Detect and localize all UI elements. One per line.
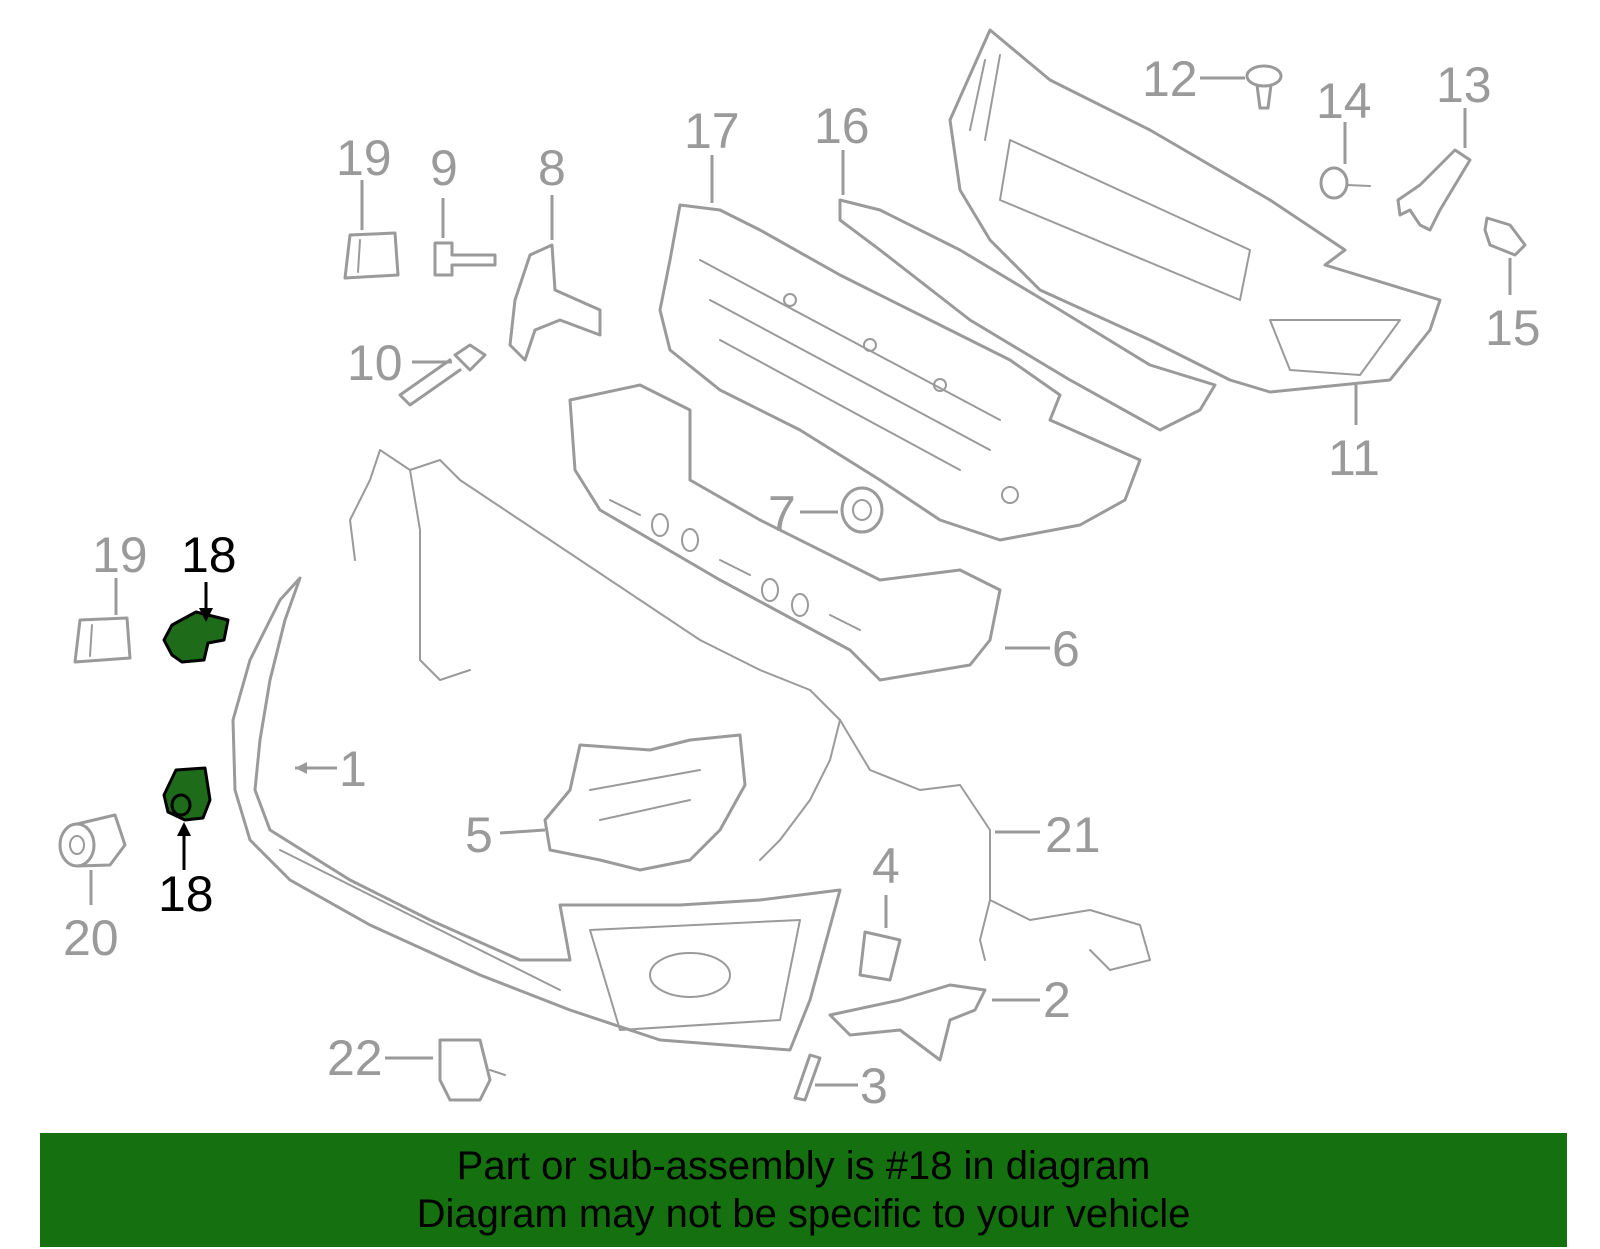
callout-11: 11 <box>1328 430 1380 486</box>
part-18-sensor-upper <box>162 610 230 664</box>
callout-20: 20 <box>63 910 119 966</box>
part-3-retainer <box>793 1053 822 1102</box>
leader-lines <box>89 76 1512 1087</box>
part-4-clip <box>858 930 902 982</box>
callout-18-upper: 18 <box>181 527 237 583</box>
part-9-bolt <box>433 241 497 277</box>
part-21-wiring-harness <box>349 449 1151 971</box>
callout-15: 15 <box>1485 300 1541 356</box>
part-6-reinforcement <box>568 383 1002 682</box>
part-15-clip <box>1483 216 1527 257</box>
part-20-sensor-retainer <box>58 813 127 868</box>
part-14-nut <box>1319 166 1371 200</box>
callout-4: 4 <box>872 838 900 894</box>
callout-13: 13 <box>1436 57 1492 113</box>
part-19-sensor-bezel-left <box>73 616 132 664</box>
part-17-grille <box>658 203 1142 542</box>
callout-5: 5 <box>465 807 493 863</box>
part-7-grommet <box>840 486 884 534</box>
callout-16: 16 <box>814 98 870 154</box>
part-22-sensor-bracket <box>438 1038 506 1102</box>
callout-12: 12 <box>1142 51 1198 107</box>
callout-22: 22 <box>327 1030 383 1086</box>
part-19-sensor-bezel-top <box>343 231 400 280</box>
callout-9: 9 <box>430 140 458 196</box>
part-12-push-pin <box>1245 64 1283 110</box>
part-16-upper-strip <box>838 198 1217 432</box>
part-13-bracket <box>1396 148 1472 232</box>
callout-8: 8 <box>538 140 566 196</box>
callout-19-top: 19 <box>336 130 392 186</box>
callout-21: 21 <box>1045 807 1101 863</box>
part-11-bumper-cover <box>948 28 1442 394</box>
callout-17: 17 <box>684 103 740 159</box>
callout-2: 2 <box>1043 972 1071 1028</box>
callout-18-lower: 18 <box>158 866 214 922</box>
banner-line-1: Part or sub-assembly is #18 in diagram <box>456 1144 1151 1188</box>
callout-10: 10 <box>347 335 403 391</box>
callout-3: 3 <box>860 1058 888 1114</box>
part-5-bracket <box>543 733 747 872</box>
info-banner: Part or sub-assembly is #18 in diagram D… <box>40 1133 1567 1247</box>
callout-19-left: 19 <box>92 527 148 583</box>
part-8-bracket <box>508 243 602 362</box>
part-10-rivet <box>398 343 487 407</box>
callout-6: 6 <box>1052 621 1080 677</box>
part-18-sensor-lower <box>162 766 212 822</box>
callout-labels: 1 2 3 4 5 6 7 8 9 10 11 12 13 14 15 16 1… <box>63 51 1541 1114</box>
callout-1: 1 <box>339 741 367 797</box>
callout-14: 14 <box>1316 73 1372 129</box>
part-1-front-bumper <box>231 576 842 1052</box>
banner-line-2: Diagram may not be specific to your vehi… <box>416 1192 1191 1236</box>
callout-7: 7 <box>768 486 796 542</box>
part-2-bracket <box>828 983 987 1062</box>
